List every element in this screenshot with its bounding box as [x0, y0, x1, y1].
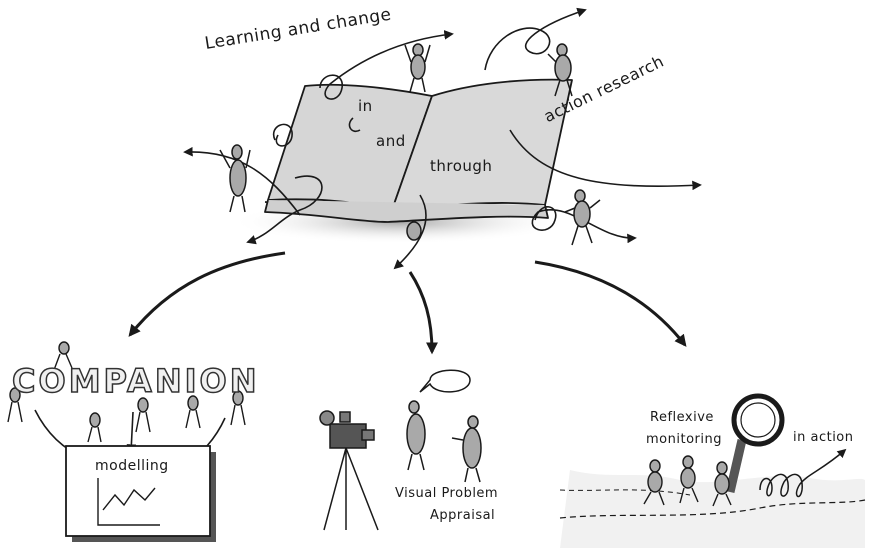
spiral-arrow — [759, 448, 847, 498]
monitoring-label: monitoring — [646, 432, 722, 447]
speech-bubble — [419, 369, 471, 393]
word-in: in — [358, 97, 373, 115]
reflexive-section — [559, 393, 866, 548]
appraisal-label: Appraisal — [430, 508, 496, 523]
companion-figures — [7, 341, 246, 443]
modelling-box — [65, 445, 211, 537]
reflexive-label: Reflexive — [650, 410, 714, 425]
arrow-to-visual — [408, 271, 438, 355]
branch-arrows — [128, 251, 687, 355]
figure-bottom — [406, 221, 422, 241]
speaking-figures — [406, 400, 482, 483]
companion-title: COMPANION — [11, 361, 260, 401]
tripod — [323, 447, 379, 531]
arrow-to-reflexive — [534, 260, 687, 347]
ground-texture — [560, 470, 865, 548]
figure-right — [564, 189, 601, 246]
ground-line — [559, 499, 866, 519]
figure-top-center — [404, 43, 431, 93]
book-figures — [219, 43, 601, 246]
figure-top-right — [547, 43, 573, 97]
in-action-label: in action — [793, 430, 854, 445]
visual-problem-label: Visual Problem — [395, 486, 499, 501]
video-camera-icon — [319, 410, 375, 449]
companion-section — [7, 341, 246, 542]
word-and: and — [376, 132, 406, 150]
modelling-label: modelling — [95, 458, 169, 474]
visual-section — [319, 369, 482, 531]
running-figures — [643, 455, 732, 507]
word-through: through — [430, 157, 493, 175]
book-arrows — [183, 7, 702, 270]
figure-left — [219, 144, 251, 213]
arrow-to-companion — [128, 251, 286, 337]
magnifying-glass-icon — [725, 393, 785, 494]
open-book — [264, 78, 573, 223]
modelling-chart-sketch — [97, 478, 160, 526]
